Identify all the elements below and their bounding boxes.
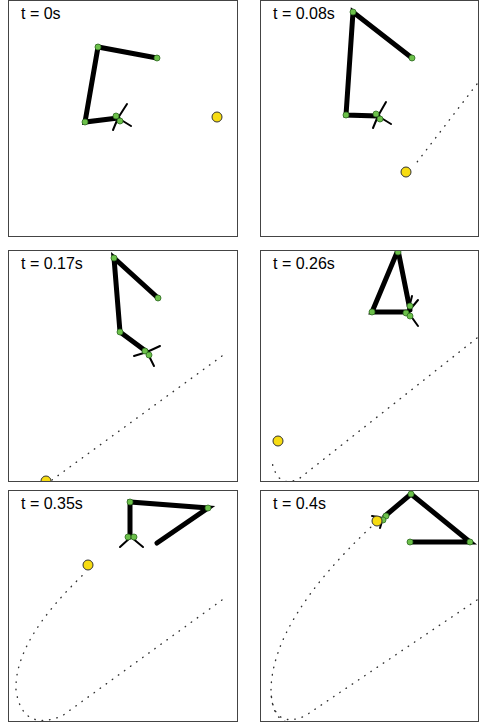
- robot-arm: [16, 499, 222, 720]
- snapshot-panel: t = 0.17s: [8, 250, 238, 482]
- time-label: t = 0s: [19, 5, 63, 23]
- time-label: t = 0.26s: [271, 255, 337, 273]
- robot-arm: [41, 255, 222, 482]
- robot-arm: [271, 491, 477, 722]
- time-label: t = 0.4s: [271, 495, 328, 513]
- snapshot-panel: t = 0.35s: [8, 490, 238, 722]
- time-label: t = 0.17s: [19, 255, 85, 273]
- snapshot-panel: t = 0s: [8, 0, 238, 237]
- robot-arm: [272, 250, 477, 482]
- time-label: t = 0.08s: [271, 5, 337, 23]
- snapshot-panel: t = 0.4s: [260, 490, 479, 722]
- snapshot-panel: t = 0.08s: [260, 0, 479, 237]
- robot-arm: [82, 44, 222, 130]
- robot-arm: [343, 9, 477, 177]
- snapshot-panel: t = 0.26s: [260, 250, 479, 482]
- time-label: t = 0.35s: [19, 495, 85, 513]
